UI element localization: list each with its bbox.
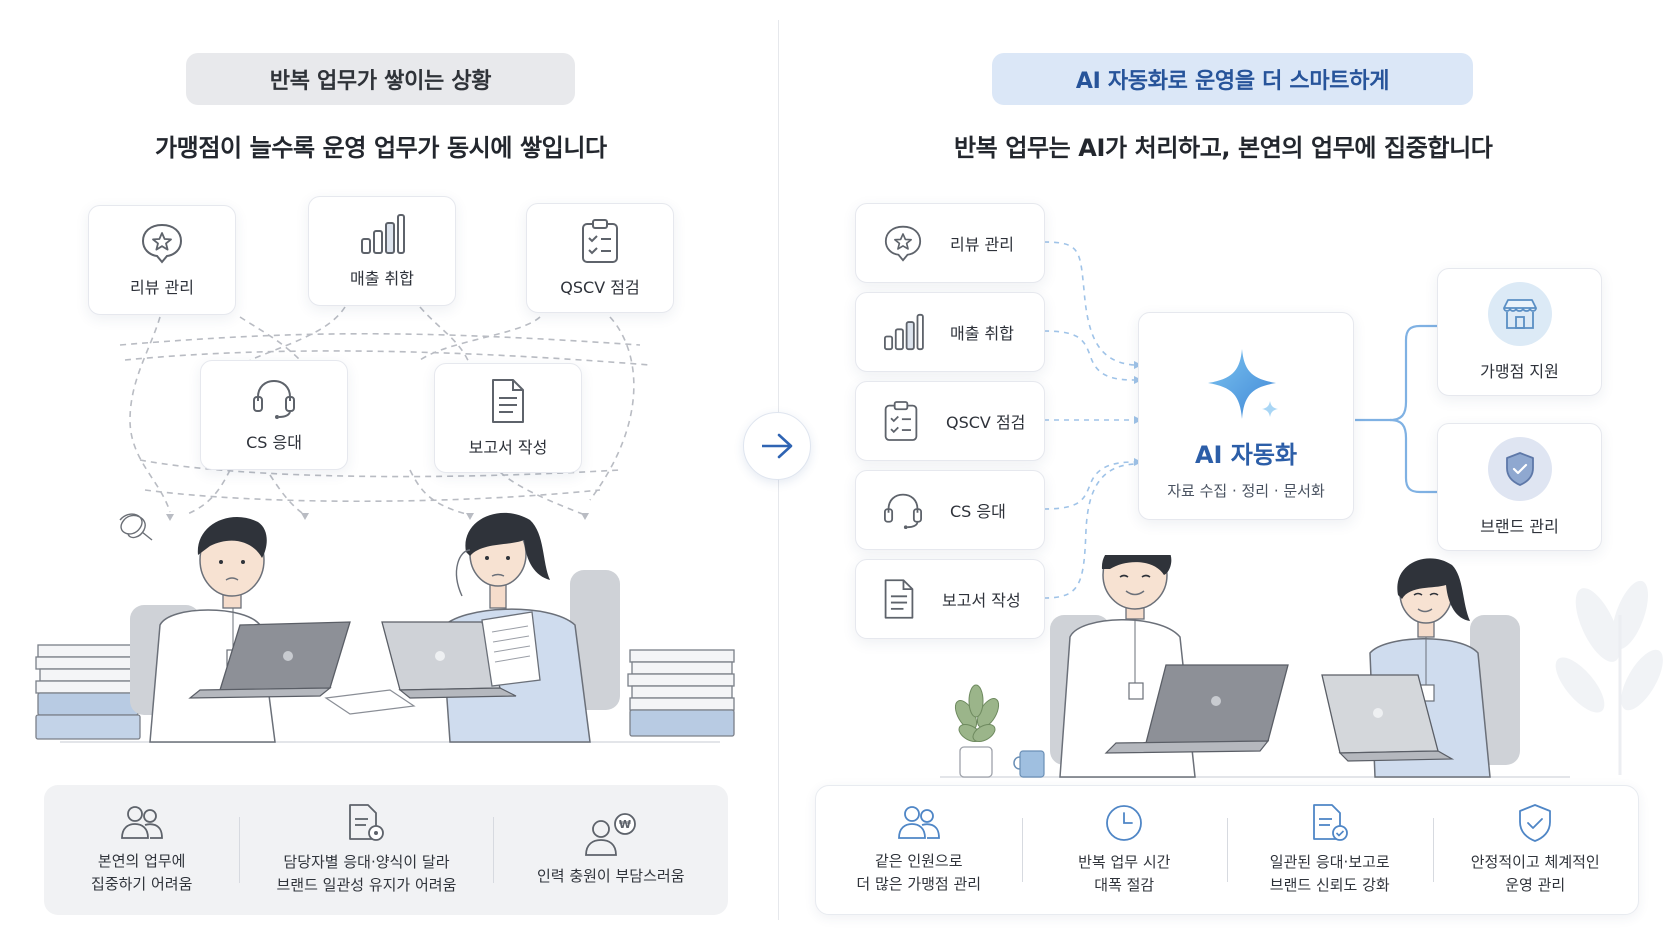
task-label: CS 응대 bbox=[950, 502, 1006, 521]
pain-point: ₩ 인력 충원이 부담스러움 bbox=[493, 785, 728, 915]
task-card-sales: 매출 취합 bbox=[308, 196, 456, 306]
pain-point-text: 인력 충원이 부담스러움 bbox=[536, 866, 685, 885]
benefit-item: 반복 업무 시간 대폭 절감 bbox=[1021, 786, 1228, 914]
pain-point-text: 담당자별 응대·양식이 달라 브랜드 일관성 유지가 어려움 bbox=[276, 853, 457, 894]
task-label: 매출 취합 bbox=[350, 269, 414, 288]
task-label: 보고서 작성 bbox=[468, 438, 548, 457]
right-headline: 반복 업무는 AI가 처리하고, 본연의 업무에 집중합니다 bbox=[954, 134, 1493, 162]
benefit-text: 일관된 응대·보고로 브랜드 신뢰도 강화 bbox=[1269, 853, 1390, 894]
task-label: CS 응대 bbox=[246, 433, 302, 452]
output-label: 가맹점 지원 bbox=[1480, 362, 1559, 381]
transition-arrow bbox=[743, 412, 811, 480]
task-label: 리뷰 관리 bbox=[950, 235, 1014, 254]
task-label: QSCV 점검 bbox=[946, 413, 1026, 432]
right-pill-label: AI 자동화로 운영을 더 스마트하게 bbox=[1075, 69, 1390, 94]
output-label: 브랜드 관리 bbox=[1480, 517, 1559, 536]
task-label: 보고서 작성 bbox=[942, 591, 1021, 610]
bar-chart-icon bbox=[882, 313, 924, 351]
task-card-review: 리뷰 관리 bbox=[88, 205, 236, 315]
task-card-cs: CS 응대 bbox=[200, 360, 348, 470]
left-headline: 가맹점이 늘수록 운영 업무가 동시에 쌓입니다 bbox=[155, 134, 607, 162]
bar-chart-icon bbox=[359, 213, 405, 255]
task-card-report: 보고서 작성 bbox=[434, 363, 582, 473]
review-star-icon bbox=[882, 224, 924, 262]
benefit-text: 반복 업무 시간 대폭 절감 bbox=[1078, 853, 1171, 894]
document-icon bbox=[882, 578, 916, 620]
left-pill-label: 반복 업무가 쌓이는 상황 bbox=[269, 69, 492, 94]
headset-icon bbox=[882, 491, 924, 529]
person-won-icon: ₩ bbox=[583, 812, 639, 857]
document-check-icon bbox=[1310, 803, 1350, 843]
sparkle-icon bbox=[1206, 347, 1286, 423]
benefit-item: 같은 인원으로 더 많은 가맹점 관리 bbox=[816, 786, 1022, 914]
benefit-item: 일관된 응대·보고로 브랜드 신뢰도 강화 bbox=[1227, 786, 1433, 914]
ai-automation-card: AI 자동화 자료 수집 · 정리 · 문서화 bbox=[1138, 312, 1354, 520]
document-icon bbox=[489, 378, 527, 424]
pain-point-text: 본연의 업무에 집중하기 어려움 bbox=[91, 852, 193, 893]
benefit-text: 같은 인원으로 더 많은 가맹점 관리 bbox=[856, 852, 982, 893]
headset-icon bbox=[251, 377, 297, 419]
people-icon bbox=[896, 804, 942, 842]
benefits-bar: 같은 인원으로 더 많은 가맹점 관리 반복 업무 시간 대폭 절감 일관된 응… bbox=[815, 785, 1639, 915]
stressed-workers-illustration bbox=[35, 512, 735, 743]
task-row-cs: CS 응대 bbox=[855, 470, 1045, 550]
ai-title: AI 자동화 bbox=[1194, 441, 1298, 469]
task-row-report: 보고서 작성 bbox=[855, 559, 1045, 639]
task-row-qscv: QSCV 점검 bbox=[855, 381, 1045, 461]
review-star-icon bbox=[139, 222, 185, 264]
shield-check-icon bbox=[1487, 437, 1552, 501]
task-label: QSCV 점검 bbox=[560, 278, 640, 297]
right-section-pill: AI 자동화로 운영을 더 스마트하게 bbox=[992, 53, 1473, 105]
clipboard-check-icon bbox=[882, 400, 920, 442]
output-card-brand-management: 브랜드 관리 bbox=[1437, 423, 1602, 551]
shield-check-icon bbox=[1517, 803, 1553, 843]
ai-subtitle: 자료 수집 · 정리 · 문서화 bbox=[1167, 482, 1325, 500]
benefit-item: 안정적이고 체계적인 운영 관리 bbox=[1432, 786, 1639, 914]
document-gear-icon bbox=[346, 803, 386, 843]
benefit-text: 안정적이고 체계적인 운영 관리 bbox=[1470, 853, 1600, 894]
task-row-review: 리뷰 관리 bbox=[855, 203, 1045, 283]
svg-text:₩: ₩ bbox=[619, 818, 631, 831]
pain-point: 담당자별 응대·양식이 달라 브랜드 일관성 유지가 어려움 bbox=[239, 785, 493, 915]
pain-points-bar: 본연의 업무에 집중하기 어려움 담당자별 응대·양식이 달라 브랜드 일관성 … bbox=[44, 785, 728, 915]
output-card-franchise-support: 가맹점 지원 bbox=[1437, 268, 1602, 396]
people-icon bbox=[119, 804, 165, 842]
chaos-connectors bbox=[119, 306, 651, 541]
pain-point: 본연의 업무에 집중하기 어려움 bbox=[44, 785, 239, 915]
store-icon bbox=[1487, 282, 1552, 346]
task-card-qscv: QSCV 점검 bbox=[526, 203, 674, 313]
calm-workers-illustration bbox=[940, 555, 1663, 778]
clipboard-check-icon bbox=[579, 218, 621, 264]
task-row-sales: 매출 취합 bbox=[855, 292, 1045, 372]
task-label: 매출 취합 bbox=[950, 324, 1014, 343]
task-label: 리뷰 관리 bbox=[130, 278, 194, 297]
left-section-pill: 반복 업무가 쌓이는 상황 bbox=[186, 53, 575, 105]
clock-icon bbox=[1104, 803, 1144, 843]
arrow-right-icon bbox=[760, 433, 794, 459]
